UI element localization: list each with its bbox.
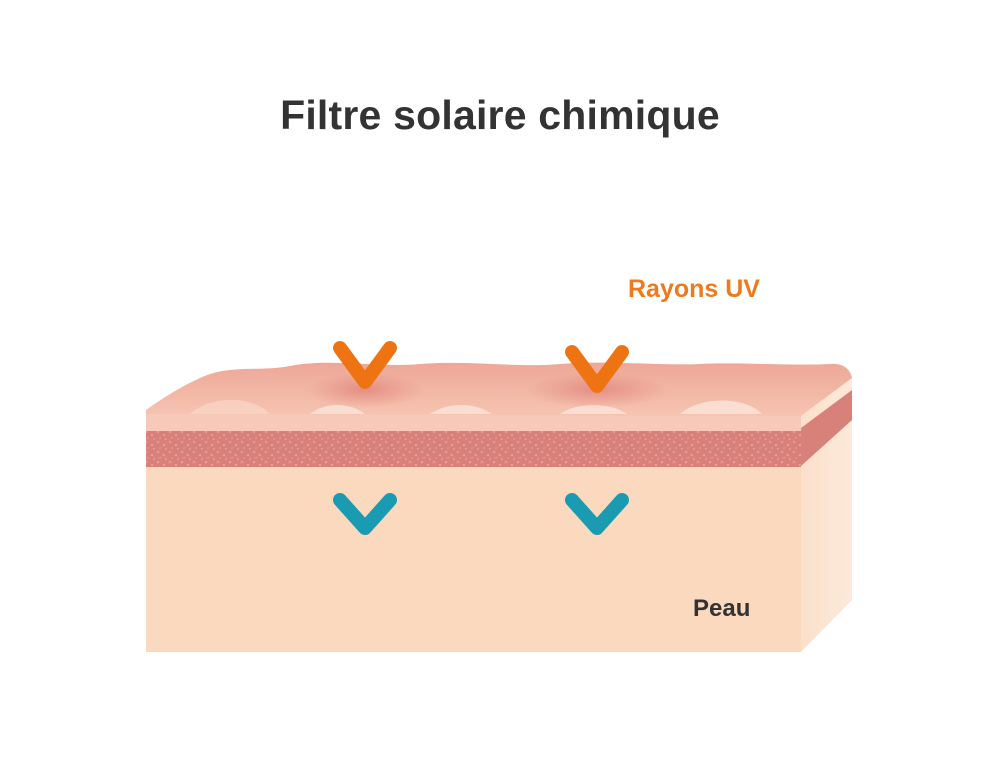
skin-side-dermis	[801, 390, 852, 466]
diagram-title: Filtre solaire chimique	[280, 92, 720, 138]
skin-label: Peau	[693, 595, 751, 622]
filtered-ray-arrow-icon	[333, 439, 397, 535]
skin-base-layer	[146, 466, 801, 652]
uv-ray-arrow-icon	[565, 255, 629, 393]
uv-rays-label: Rayons UV	[628, 275, 760, 303]
uv-ray-arrow-icon	[333, 251, 397, 389]
absorption-spot-left	[307, 372, 423, 408]
skin-epidermis-layer	[146, 414, 801, 431]
skin-top-surface	[146, 362, 852, 416]
filtered-ray-arrow-icon	[565, 439, 629, 535]
